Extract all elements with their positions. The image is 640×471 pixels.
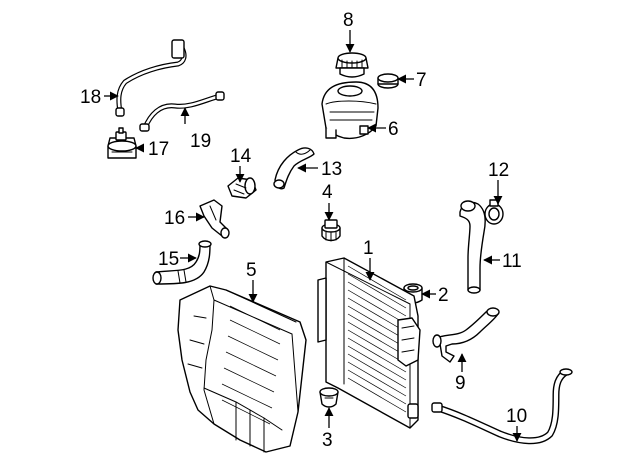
callout-10: 10: [506, 406, 527, 427]
callout-9: 9: [455, 373, 466, 394]
part-5-shroud: [177, 285, 307, 453]
callout-5: 5: [246, 260, 257, 281]
part-10-lower-pipe: [431, 368, 573, 445]
callout-15: 15: [158, 249, 179, 270]
callout-3: 3: [322, 430, 333, 451]
callout-16: 16: [164, 208, 185, 229]
part-9-lower-hose: [432, 307, 500, 363]
leader-lines: [104, 30, 522, 442]
part-17-pump: [107, 127, 137, 159]
callout-4: 4: [322, 182, 333, 203]
part-6-expansion-tank: [321, 81, 379, 140]
callout-8: 8: [343, 10, 354, 31]
callout-18: 18: [80, 87, 101, 108]
callout-labels: 1 2 3 4 5 6 7 8 9 10 11 12 13 14 15 16 1…: [80, 10, 527, 451]
callout-7: 7: [416, 70, 427, 91]
part-12-clamp: [484, 199, 504, 225]
callout-11: 11: [502, 251, 522, 272]
callout-17: 17: [148, 139, 169, 160]
part-19-small-hose: [139, 91, 225, 132]
part-11-upper-hose: [459, 200, 486, 294]
part-7-plug: [377, 73, 399, 89]
part-1-radiator: [317, 257, 421, 429]
callout-12: 12: [488, 160, 509, 181]
part-15-hose: [152, 240, 212, 285]
part-4-sensor: [321, 219, 341, 242]
callout-14: 14: [230, 146, 252, 167]
callout-2: 2: [438, 285, 449, 306]
callout-13: 13: [321, 159, 342, 180]
part-16-pipe-fitting: [199, 199, 230, 239]
callout-19: 19: [190, 131, 211, 152]
part-14-thermostat-housing: [227, 177, 257, 199]
part-18-vent-hose: [115, 39, 187, 117]
callout-6: 6: [388, 119, 399, 140]
callout-1: 1: [363, 238, 374, 259]
part-3-drain-plug: [319, 387, 339, 408]
part-13-hose: [273, 147, 315, 190]
part-8-reservoir-cap: [335, 52, 369, 78]
